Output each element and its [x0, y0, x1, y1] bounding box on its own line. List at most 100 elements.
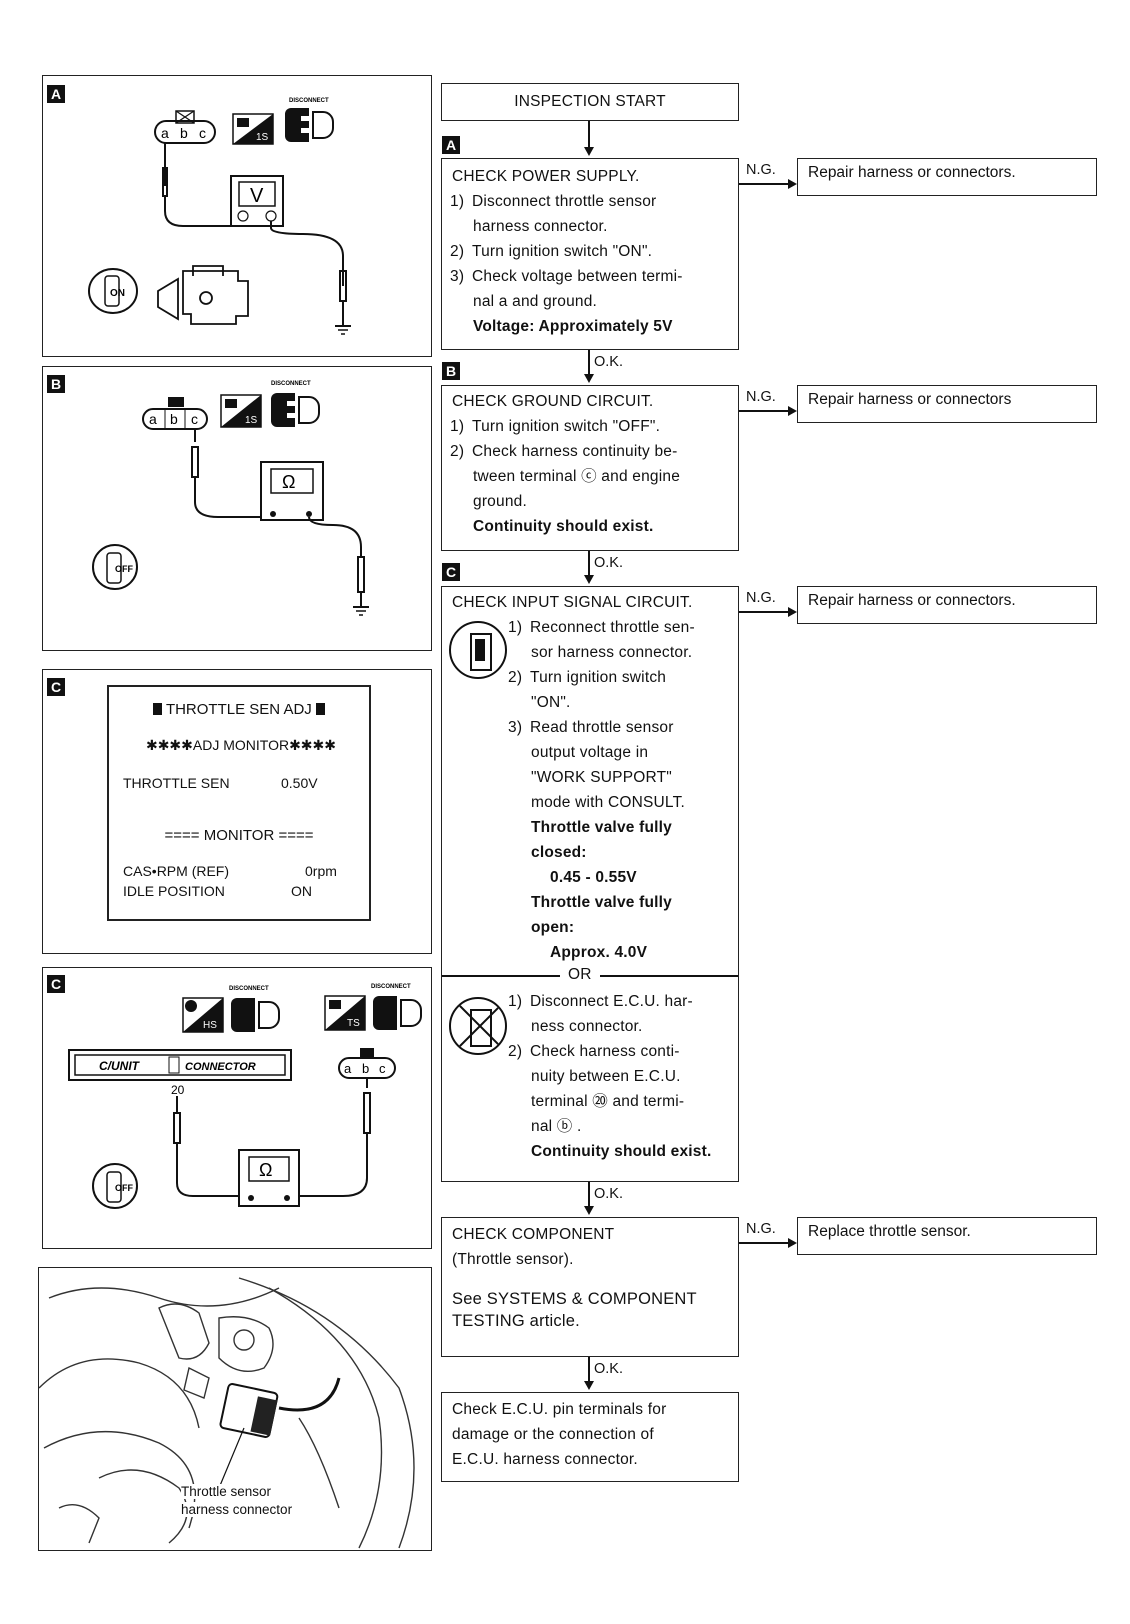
svg-text:a: a: [161, 125, 169, 141]
tag-c2: C: [47, 975, 65, 993]
box-a-step-3: Check voltage between termi-: [472, 268, 683, 285]
inspection-start-text: INSPECTION START: [514, 93, 666, 110]
cas-rpm-value: 0rpm: [305, 863, 337, 879]
ng-label-d: N.G.: [746, 1221, 776, 1237]
svg-text:b: b: [180, 125, 188, 141]
box-e-line-1: Check E.C.U. pin terminals for: [452, 1401, 667, 1418]
throttle-sen-label: THROTTLE SEN: [123, 775, 230, 791]
ts-icon: TS: [324, 995, 366, 1031]
svg-text:TS: TS: [347, 1018, 360, 1029]
engine-icon: [157, 265, 249, 325]
flow-tag-b: B: [442, 362, 460, 380]
photo-label-1: Throttle sensor: [181, 1484, 272, 1499]
ground-icon: [353, 606, 369, 616]
box-a-step-1b: harness connector.: [473, 218, 608, 235]
box-c-alt-step-2b: nuity between E.C.U.: [531, 1068, 681, 1085]
svg-text:b: b: [362, 1061, 369, 1076]
ohmmeter: Ω: [238, 1149, 300, 1207]
box-c-step-1b: sor harness connector.: [531, 644, 693, 661]
box-c-spec-open: Throttle valve fully: [531, 894, 672, 911]
box-c-step-1: Reconnect throttle sen-: [530, 619, 695, 636]
replace-sensor-box: Replace throttle sensor.: [797, 1217, 1097, 1255]
box-c-spec-open-value: Approx. 4.0V: [550, 944, 648, 961]
box-a-step-3b: nal a and ground.: [473, 293, 598, 310]
tag-c: C: [47, 678, 65, 696]
svg-text:DISCONNECT: DISCONNECT: [229, 986, 269, 992]
box-c-title: CHECK INPUT SIGNAL CIRCUIT.: [452, 594, 693, 611]
engine-bay-sketch: [39, 1277, 415, 1549]
check-ground-circuit-box: CHECK GROUND CIRCUIT. 1)Turn ignition sw…: [441, 385, 739, 551]
box-b-step-1: Turn ignition switch "OFF".: [472, 418, 661, 435]
ts-icon: 1S: [232, 113, 274, 145]
box-d-see-2: TESTING article.: [452, 1312, 580, 1330]
check-input-signal-box: CHECK INPUT SIGNAL CIRCUIT. 1)Reconnect …: [441, 586, 739, 1182]
monitor-heading: ==== MONITOR ====: [164, 827, 314, 844]
repair-box-a: Repair harness or connectors.: [797, 158, 1097, 196]
box-c-step-3: Read throttle sensor: [530, 719, 674, 736]
box-c-alt-step-2d: nal ⓑ .: [531, 1118, 582, 1135]
box-e-line-3: E.C.U. harness connector.: [452, 1451, 638, 1468]
svg-text:Ω: Ω: [282, 472, 295, 492]
repair-box-c: Repair harness or connectors.: [797, 586, 1097, 624]
ignition-off-icon: OFF: [92, 1163, 138, 1209]
figure-panel-c-screen: C THROTTLE SEN ADJ ✱✱✱✱ADJ MONITOR✱✱✱✱ T…: [42, 669, 432, 954]
svg-text:HS: HS: [203, 1020, 217, 1031]
box-c-step-3d: mode with CONSULT.: [531, 794, 686, 811]
box-c-alt-step-2: Check harness conti-: [530, 1043, 680, 1060]
idle-position-value: ON: [291, 883, 312, 899]
svg-text:Ω: Ω: [259, 1160, 272, 1180]
svg-text:a: a: [344, 1061, 352, 1076]
box-a-spec: Voltage: Approximately 5V: [473, 318, 673, 335]
ng-label-b: N.G.: [746, 389, 776, 405]
box-b-step-2: Check harness continuity be-: [472, 443, 678, 460]
svg-text:DISCONNECT: DISCONNECT: [289, 98, 329, 104]
idle-position-label: IDLE POSITION: [123, 883, 225, 899]
box-d-title: CHECK COMPONENT: [452, 1226, 615, 1243]
adj-monitor-heading: ✱✱✱✱ADJ MONITOR✱✱✱✱: [145, 737, 337, 753]
box-a-step-1: Disconnect throttle sensor: [472, 193, 657, 210]
photo-label-2: harness connector: [181, 1502, 293, 1517]
box-c-alt-spec: Continuity should exist.: [531, 1143, 712, 1160]
ok-label-d: O.K.: [594, 1361, 624, 1377]
box-c-spec-closed-value: 0.45 - 0.55V: [550, 869, 637, 886]
box-c-spec-closed: Throttle valve fully: [531, 819, 672, 836]
svg-text:CONNECTOR: CONNECTOR: [185, 1061, 256, 1073]
box-b-step-2c: ground.: [473, 493, 527, 510]
screen-title: THROTTLE SEN ADJ: [109, 701, 369, 718]
ng-label-c: N.G.: [746, 590, 776, 606]
ohmmeter: Ω: [260, 461, 324, 521]
engine-photo-panel: Throttle sensor harness connector: [38, 1267, 432, 1551]
svg-text:OFF: OFF: [115, 564, 133, 574]
inspection-start-box: INSPECTION START: [441, 83, 739, 121]
box-c-spec-open-b: open:: [531, 919, 575, 936]
or-divider-label: OR: [560, 962, 600, 987]
svg-text:a: a: [149, 411, 157, 427]
svg-text:1S: 1S: [245, 415, 258, 426]
flow-tag-c: C: [442, 563, 460, 581]
repair-box-b: Repair harness or connectors: [797, 385, 1097, 423]
box-b-title: CHECK GROUND CIRCUIT.: [452, 393, 654, 410]
svg-text:DISCONNECT: DISCONNECT: [371, 984, 411, 990]
svg-text:c: c: [191, 411, 198, 427]
svg-text:c: c: [199, 125, 206, 141]
figure-panel-c-continuity: C HS DISCONNECT TS DISCONNECT C/UNIT: [42, 967, 432, 1249]
throttle-sen-value: 0.50V: [281, 775, 318, 791]
box-c-alt-step-2c: terminal ⑳ and termi-: [531, 1093, 685, 1110]
svg-text:DISCONNECT: DISCONNECT: [271, 381, 311, 387]
flow-tag-a: A: [442, 136, 460, 154]
box-c-step-3b: output voltage in: [531, 744, 649, 761]
box-a-step-2: Turn ignition switch "ON".: [472, 243, 653, 260]
box-c-spec-closed-b: closed:: [531, 844, 587, 861]
continuity-diagram: HS DISCONNECT TS DISCONNECT C/UNIT CONNE…: [68, 984, 422, 1209]
cas-rpm-label: CAS•RPM (REF): [123, 863, 230, 879]
ok-label-a: O.K.: [594, 354, 624, 370]
ignition-off-icon: OFF: [92, 544, 138, 590]
svg-text:20: 20: [171, 1083, 185, 1097]
svg-text:ON: ON: [110, 288, 125, 299]
svg-text:1S: 1S: [256, 132, 269, 143]
